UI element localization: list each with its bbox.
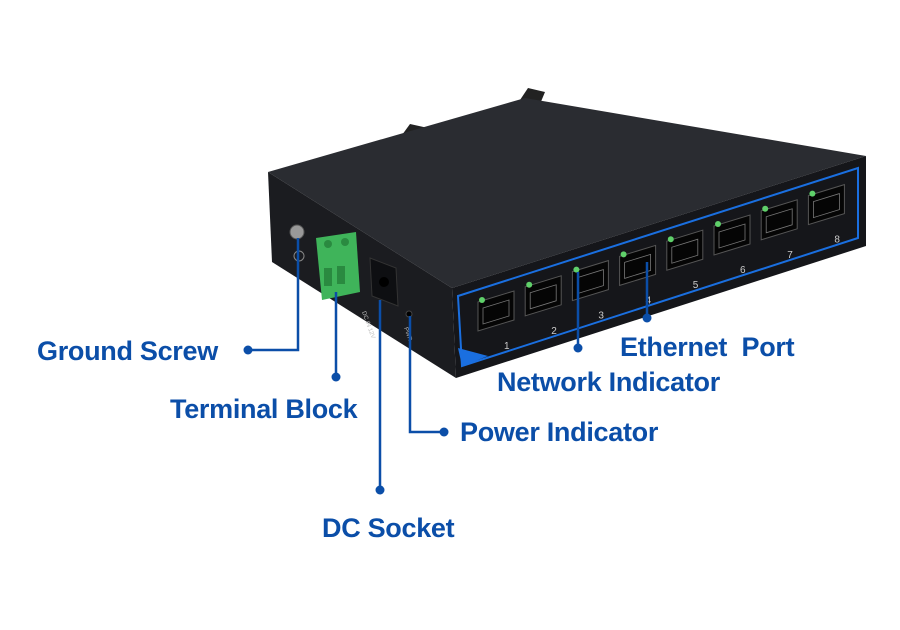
network-led xyxy=(620,251,627,258)
network-led xyxy=(762,205,769,212)
network-led xyxy=(809,190,816,197)
ground-screw xyxy=(289,224,305,240)
port-number: 2 xyxy=(551,326,557,337)
port-contacts xyxy=(765,208,793,234)
port-contacts xyxy=(813,193,840,219)
network-led xyxy=(573,266,580,273)
port-number: 4 xyxy=(646,295,652,306)
port-contacts xyxy=(529,284,557,310)
terminal-block-dot xyxy=(331,372,341,382)
ground-screw-dot xyxy=(243,345,253,355)
power-indicator-dot xyxy=(439,427,449,437)
port-contacts xyxy=(624,253,651,279)
port-number: 6 xyxy=(740,265,746,276)
network-indicator-label: Network Indicator xyxy=(497,367,720,397)
blue-corner-stripe xyxy=(458,348,488,366)
port-number: 7 xyxy=(787,250,793,261)
ethernet-port-label: Ethernet Port xyxy=(620,332,795,362)
port-number: 8 xyxy=(834,235,840,246)
network-led xyxy=(479,297,485,303)
dc-socket-label: DC Socket xyxy=(322,513,455,543)
port-contacts xyxy=(718,223,746,249)
port-contacts xyxy=(482,299,510,325)
power-indicator-leader xyxy=(408,316,444,434)
ground-screw-label: Ground Screw xyxy=(37,336,218,366)
terminal-block-label: Terminal Block xyxy=(170,394,358,424)
ground-screw-leader xyxy=(248,238,300,352)
port-number: 3 xyxy=(598,311,604,322)
network-indicator-dot xyxy=(573,343,583,353)
network-led xyxy=(526,281,533,288)
dc-socket-dot xyxy=(375,485,385,495)
ethernet-port-dot xyxy=(642,313,652,323)
port-contacts xyxy=(671,238,699,264)
front-panel-trim xyxy=(456,166,859,368)
pwr-print: PWR xyxy=(402,327,413,343)
network-led xyxy=(715,221,721,227)
device-top xyxy=(268,98,866,288)
port-number: 1 xyxy=(504,341,510,352)
port-number: 5 xyxy=(693,280,699,291)
power-indicator-label: Power Indicator xyxy=(460,417,659,447)
network-led xyxy=(667,236,674,243)
